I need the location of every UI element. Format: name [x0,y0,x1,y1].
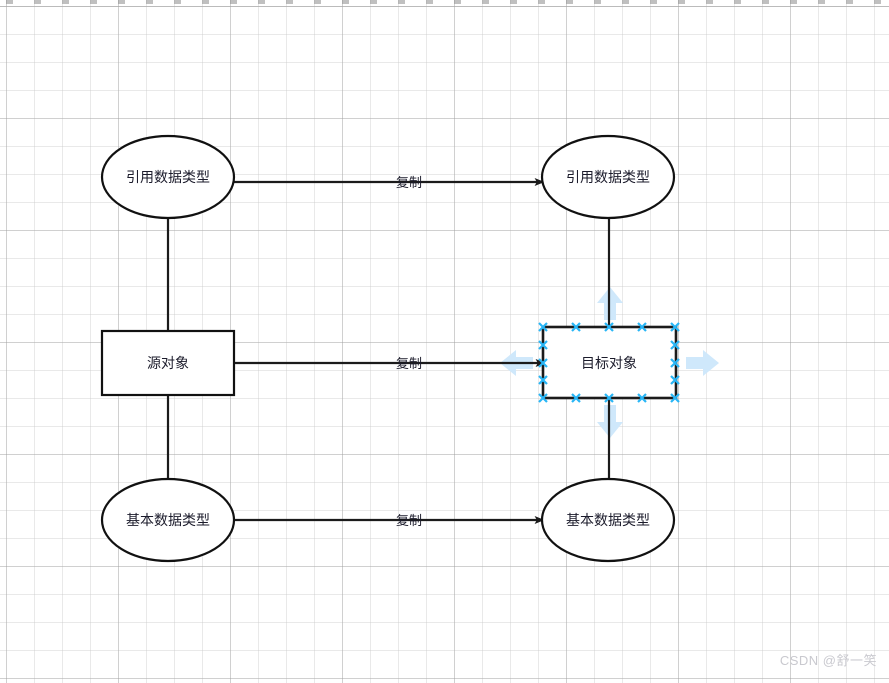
rect-shape[interactable] [100,329,236,397]
node-label: 目标对象 [581,355,637,371]
ellipse-shape[interactable] [100,134,236,220]
handle-middle-left-lower[interactable] [538,375,548,385]
ellipse-shape[interactable] [540,134,676,220]
handle-bottom-right[interactable] [670,393,680,403]
handle-top-left[interactable] [538,322,548,332]
node-src-primitive-type[interactable]: 基本数据类型 [100,477,236,563]
node-label: 引用数据类型 [126,169,210,185]
node-target-object[interactable]: 目标对象 [538,322,680,403]
handle-bottom-center-right[interactable] [637,393,647,403]
ellipse-shape[interactable] [100,477,236,563]
node-label: 源对象 [147,355,189,371]
handle-top-center[interactable] [604,322,614,332]
node-label: 基本数据类型 [566,512,650,528]
node-dst-ref-type[interactable]: 引用数据类型 [540,134,676,220]
canvas-ruler [0,0,889,7]
node-dst-primitive-type[interactable]: 基本数据类型 [540,477,676,563]
handle-middle-right-upper[interactable] [670,340,680,350]
edge-label-ref-copy: 复制 [396,175,422,190]
ellipse-shape[interactable] [540,477,676,563]
handle-top-center-right[interactable] [637,322,647,332]
node-label: 引用数据类型 [566,169,650,185]
handle-middle-right-lower[interactable] [670,375,680,385]
edge-label-object-copy: 复制 [396,356,422,371]
rect-shape-fill[interactable] [543,327,676,398]
edge-label-primitive-copy: 复制 [396,513,422,528]
handle-middle-left[interactable] [538,358,548,368]
handle-middle-right[interactable] [670,358,680,368]
handle-middle-left-upper[interactable] [538,340,548,350]
node-source-object[interactable]: 源对象 [100,329,236,397]
handle-top-center-left[interactable] [571,322,581,332]
hint-arrow-right[interactable] [686,350,719,376]
handle-bottom-center[interactable] [604,393,614,403]
node-src-ref-type[interactable]: 引用数据类型 [100,134,236,220]
watermark: CSDN @舒一笑 [779,653,877,668]
handle-bottom-left[interactable] [538,393,548,403]
selection-handles[interactable] [538,322,680,403]
node-label: 基本数据类型 [126,512,210,528]
handle-top-right[interactable] [670,322,680,332]
handle-bottom-center-left[interactable] [571,393,581,403]
